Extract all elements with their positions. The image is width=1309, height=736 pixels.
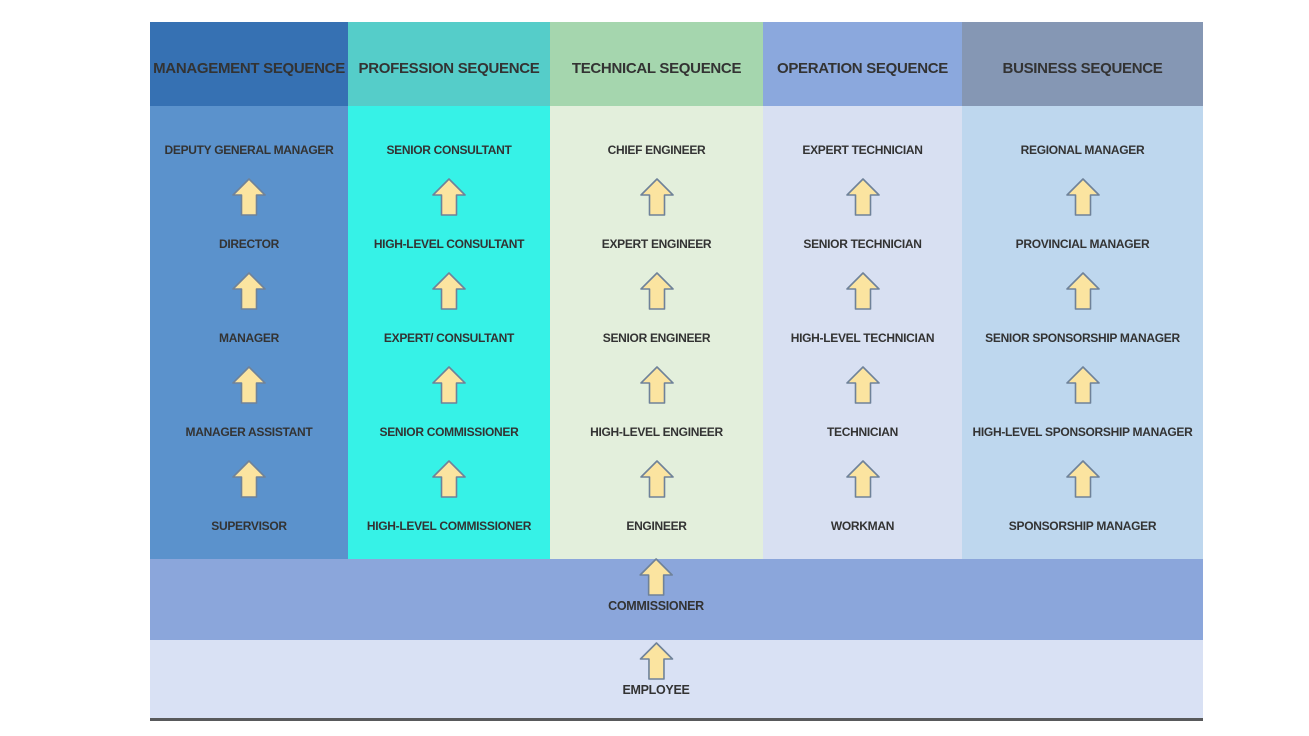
level-label: REGIONAL MANAGER: [1020, 143, 1145, 157]
up-arrow-icon: [1065, 178, 1100, 216]
career-sequence-diagram: MANAGEMENT SEQUENCE DEPUTY GENERAL MANAG…: [150, 22, 1203, 721]
column-header: OPERATION SEQUENCE: [763, 22, 962, 106]
level-label: WORKMAN: [830, 519, 895, 533]
level-label: SPONSORSHIP MANAGER: [1008, 519, 1157, 533]
level-label: MANAGER: [219, 331, 279, 345]
up-arrow-icon: [639, 460, 674, 498]
level-label: HIGH-LEVEL CONSULTANT: [373, 237, 525, 251]
up-arrow-icon: [232, 366, 266, 404]
up-arrow-icon: [1065, 460, 1100, 498]
up-arrow-icon: [639, 178, 674, 216]
column-header-label: TECHNICAL SEQUENCE: [571, 59, 742, 77]
column-header-label: BUSINESS SEQUENCE: [1002, 59, 1163, 77]
column-body: REGIONAL MANAGER PROVINCIAL MANAGER SENI…: [962, 106, 1203, 559]
level-label: EXPERT/ CONSULTANT: [383, 331, 515, 345]
sequence-columns: MANAGEMENT SEQUENCE DEPUTY GENERAL MANAG…: [150, 22, 1203, 559]
up-arrow-icon: [432, 366, 466, 404]
up-arrow-icon: [232, 178, 266, 216]
level-label: SENIOR SPONSORSHIP MANAGER: [985, 331, 1180, 345]
up-arrow-icon: [845, 272, 880, 310]
column-operation-sequence: OPERATION SEQUENCE EXPERT TECHNICIAN SEN…: [763, 22, 962, 559]
up-arrow-icon: [1065, 366, 1100, 404]
level-label: CHIEF ENGINEER: [607, 143, 706, 157]
up-arrow-icon: [232, 272, 266, 310]
level-label: EXPERT TECHNICIAN: [802, 143, 923, 157]
up-arrow-icon: [639, 642, 673, 680]
column-header: PROFESSION SEQUENCE: [348, 22, 550, 106]
column-header-label: OPERATION SEQUENCE: [776, 59, 948, 77]
level-label: TECHNICIAN: [827, 425, 898, 439]
column-technical-sequence: TECHNICAL SEQUENCE CHIEF ENGINEER EXPERT…: [550, 22, 763, 559]
column-body: EXPERT TECHNICIAN SENIOR TECHNICIAN HIGH…: [763, 106, 962, 559]
band-commissioner: COMMISSIONER: [150, 558, 1203, 640]
column-header-label: PROFESSION SEQUENCE: [358, 59, 540, 77]
level-label: SENIOR TECHNICIAN: [803, 237, 922, 251]
up-arrow-icon: [639, 558, 673, 596]
band-employee: EMPLOYEE: [150, 640, 1203, 718]
level-label: SENIOR CONSULTANT: [386, 143, 512, 157]
up-arrow-icon: [432, 272, 466, 310]
level-label: SENIOR ENGINEER: [602, 331, 711, 345]
up-arrow-icon: [845, 366, 880, 404]
column-header: BUSINESS SEQUENCE: [962, 22, 1203, 106]
level-label: SENIOR COMMISSIONER: [379, 425, 519, 439]
level-label: MANAGER ASSISTANT: [185, 425, 313, 439]
up-arrow-icon: [845, 178, 880, 216]
bottom-border-line: [150, 718, 1203, 721]
band-content: EMPLOYEE: [622, 642, 690, 697]
level-label: DEPUTY GENERAL MANAGER: [164, 143, 334, 157]
level-label: DIRECTOR: [218, 237, 280, 251]
up-arrow-icon: [845, 460, 880, 498]
level-label: PROVINCIAL MANAGER: [1015, 237, 1150, 251]
level-label: HIGH-LEVEL ENGINEER: [590, 425, 723, 439]
column-header: TECHNICAL SEQUENCE: [550, 22, 763, 106]
band-label: COMMISSIONER: [608, 599, 704, 613]
column-header: MANAGEMENT SEQUENCE: [150, 22, 348, 106]
level-label: HIGH-LEVEL COMMISSIONER: [366, 519, 532, 533]
level-label: EXPERT ENGINEER: [601, 237, 712, 251]
up-arrow-icon: [639, 366, 674, 404]
up-arrow-icon: [432, 178, 466, 216]
up-arrow-icon: [639, 272, 674, 310]
column-header-label: MANAGEMENT SEQUENCE: [153, 59, 345, 77]
up-arrow-icon: [1065, 272, 1100, 310]
level-label: ENGINEER: [626, 519, 687, 533]
level-label: HIGH-LEVEL TECHNICIAN: [790, 331, 935, 345]
column-business-sequence: BUSINESS SEQUENCE REGIONAL MANAGER PROVI…: [962, 22, 1203, 559]
band-label: EMPLOYEE: [622, 683, 690, 697]
up-arrow-icon: [432, 460, 466, 498]
column-body: CHIEF ENGINEER EXPERT ENGINEER SENIOR EN…: [550, 106, 763, 559]
up-arrow-icon: [232, 460, 266, 498]
band-content: COMMISSIONER: [608, 558, 704, 613]
level-label: HIGH-LEVEL SPONSORSHIP MANAGER: [972, 425, 1193, 439]
column-body: DEPUTY GENERAL MANAGER DIRECTOR MANAGER …: [150, 106, 348, 559]
column-profession-sequence: PROFESSION SEQUENCE SENIOR CONSULTANT HI…: [348, 22, 550, 559]
column-management-sequence: MANAGEMENT SEQUENCE DEPUTY GENERAL MANAG…: [150, 22, 348, 559]
level-label: SUPERVISOR: [211, 519, 287, 533]
column-body: SENIOR CONSULTANT HIGH-LEVEL CONSULTANT …: [348, 106, 550, 559]
